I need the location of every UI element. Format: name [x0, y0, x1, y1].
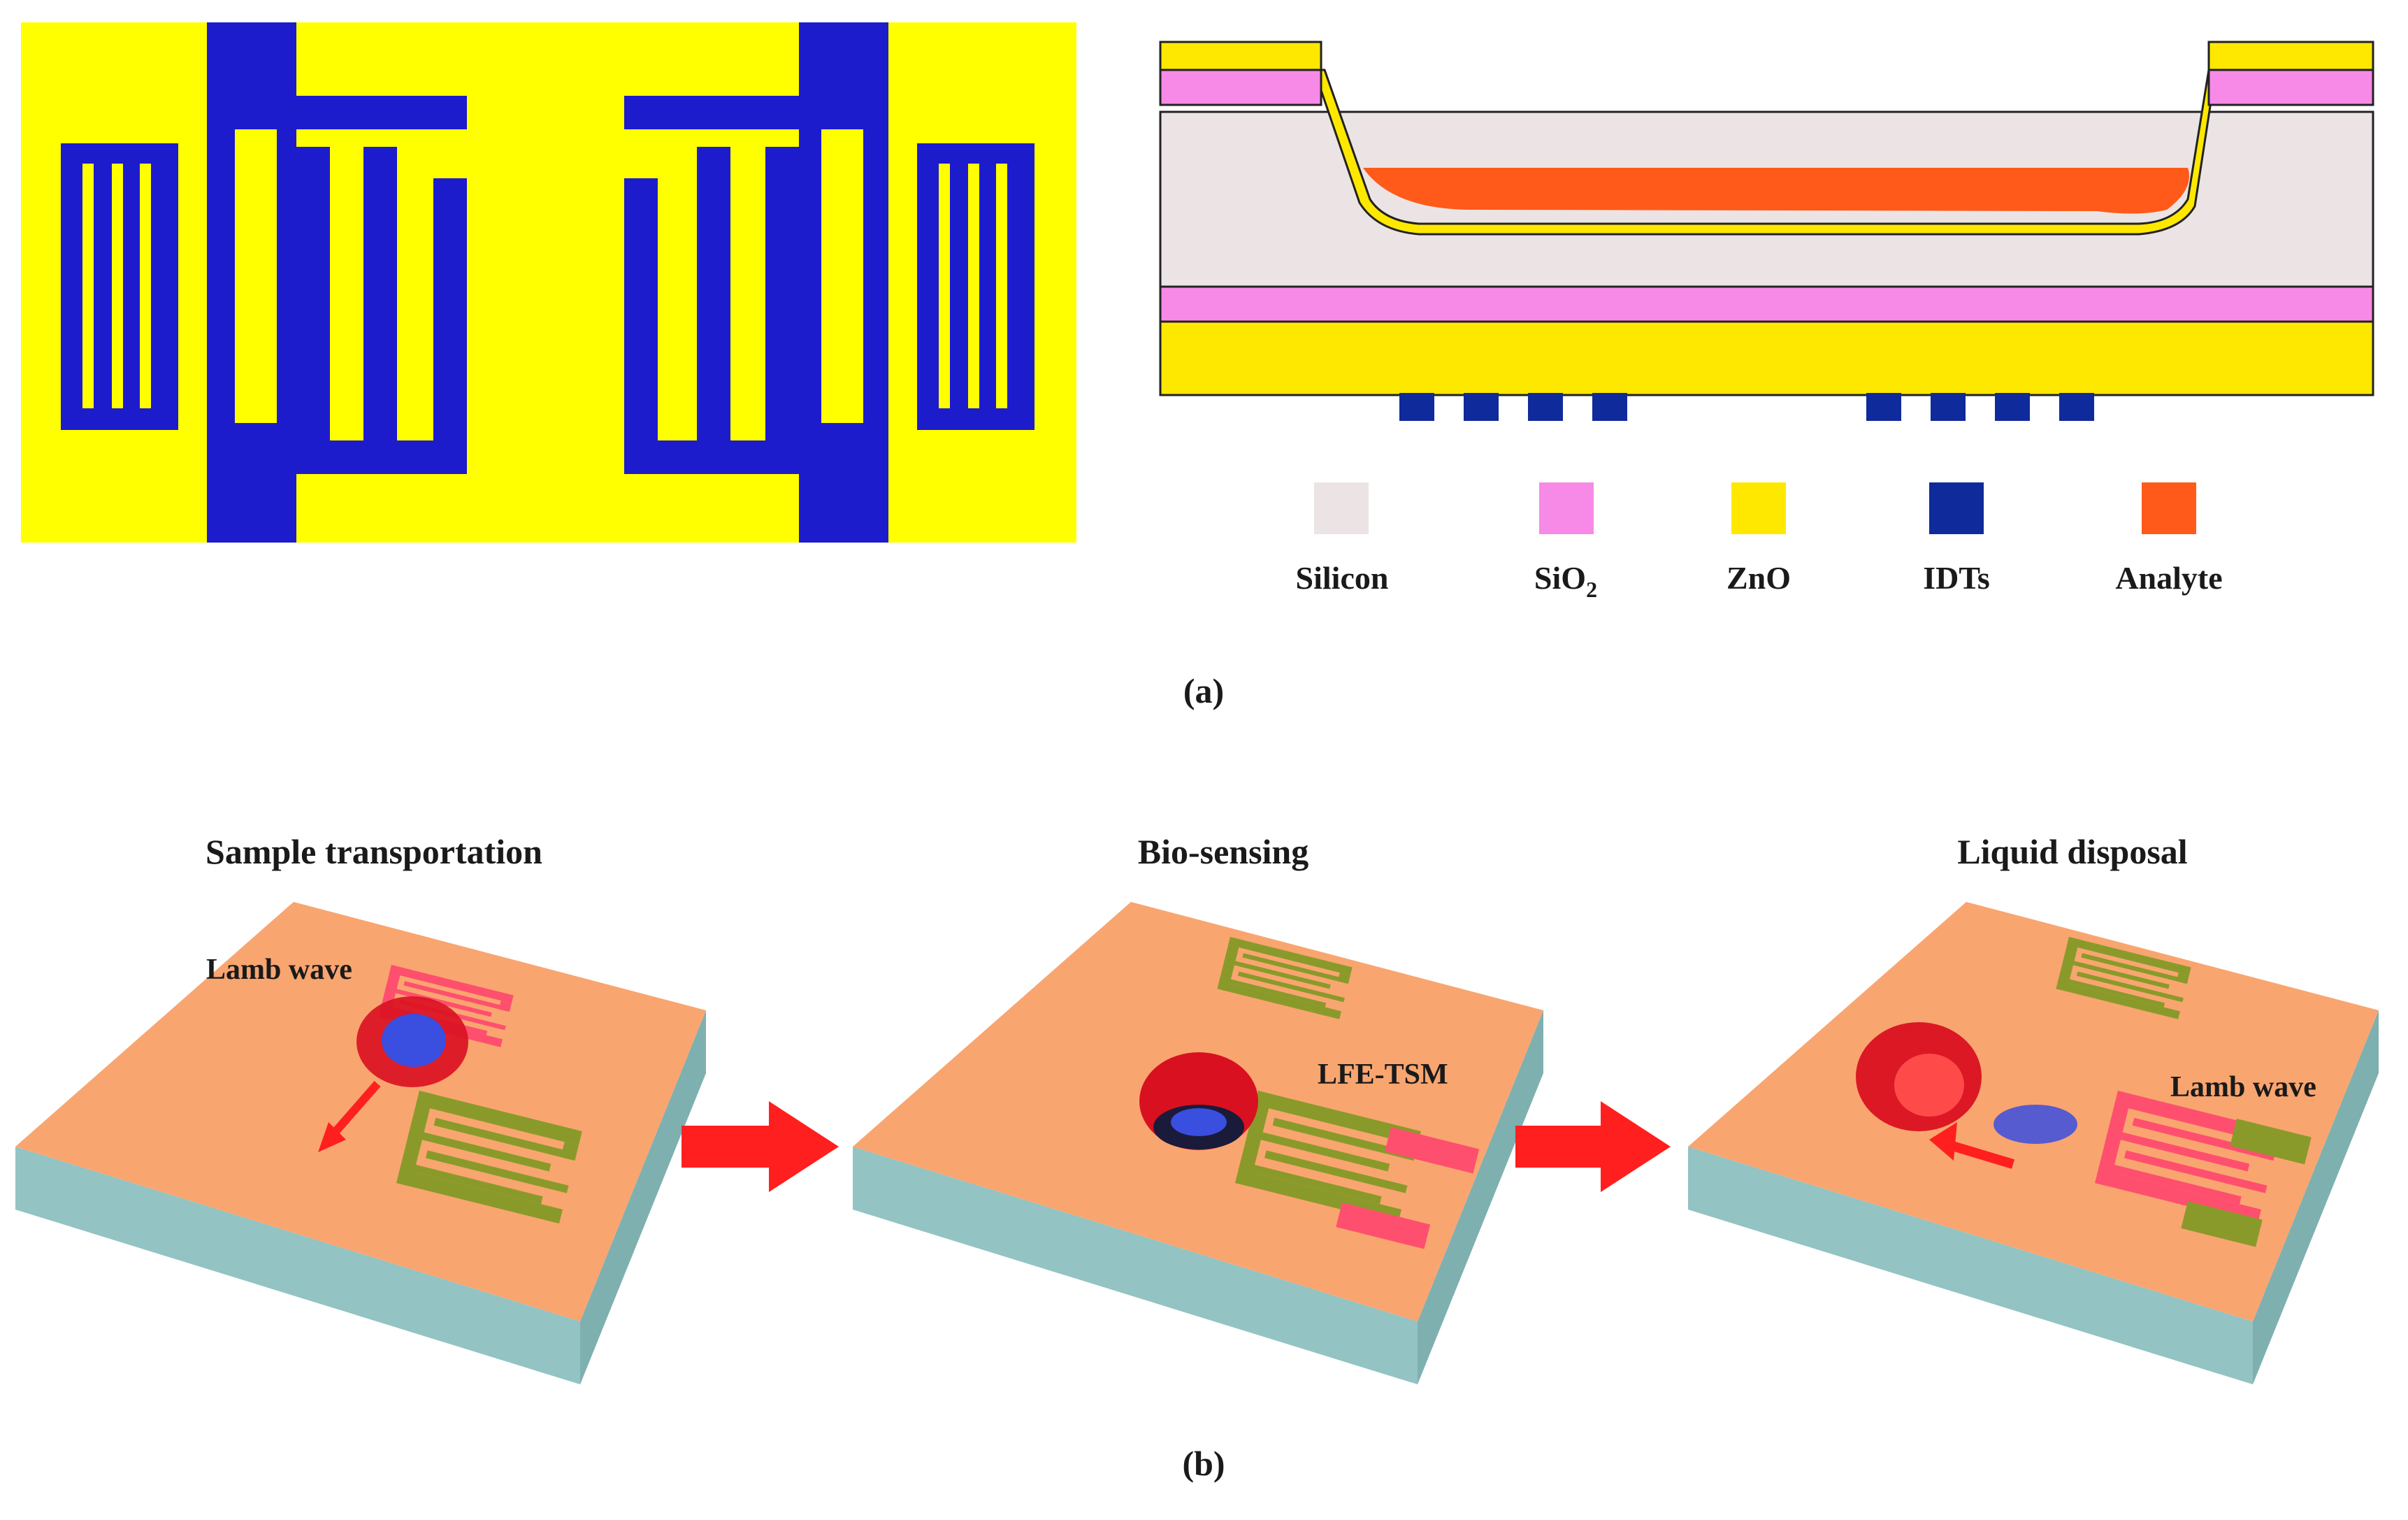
- idt-electrodes: [61, 22, 1034, 543]
- idt-substrate: [21, 22, 1076, 543]
- legend-swatch-sio2: [1539, 482, 1594, 534]
- motion-arrow-3: [1948, 1140, 2015, 1169]
- chip-side-1: [15, 1147, 580, 1384]
- legend-item-sio2: SiO2: [1534, 482, 1597, 602]
- callout-1: Lamb wave: [206, 954, 352, 986]
- pad-inactive-3a: [2230, 1119, 2312, 1165]
- legend-item-analyte: Analyte: [2115, 482, 2223, 596]
- legend-item-silicon: Silicon: [1296, 482, 1389, 596]
- legend-item-zno: ZnO: [1726, 482, 1791, 596]
- callout-2: LFE-TSM: [1318, 1059, 1448, 1091]
- stage-sample-transportation: Sample transportation Lamb wave: [15, 832, 706, 1384]
- analyte-layer: [1363, 168, 2189, 214]
- legend-swatch-analyte: [2142, 482, 2196, 534]
- legend-label-zno: ZnO: [1726, 560, 1791, 596]
- stage-liquid-disposal: Liquid disposal Lamb wave: [1688, 832, 2379, 1384]
- panel-b: Sample transportation Lamb wave Bio-sens…: [15, 832, 2379, 1483]
- chip-side-3: [1688, 1147, 2253, 1384]
- motion-arrowhead-3: [1929, 1122, 1957, 1161]
- panel-a: Silicon SiO2 ZnO IDTs Analyte (a): [21, 22, 2374, 710]
- cross-section: [1159, 41, 2374, 421]
- legend-label-idts: IDTs: [1923, 560, 1989, 596]
- particles-1: [382, 1014, 446, 1067]
- stage-title-3: Liquid disposal: [1957, 832, 2187, 871]
- pad-active-2a: [1385, 1126, 1480, 1174]
- chip-side-right-2: [1418, 1010, 1543, 1384]
- stage-title-1: Sample transportation: [206, 832, 542, 871]
- chip-side-right-3: [2253, 1010, 2379, 1384]
- panel-b-caption: (b): [1182, 1444, 1225, 1483]
- material-legend: Silicon SiO2 ZnO IDTs Analyte: [1296, 482, 2223, 602]
- process-arrow-2: [1515, 1101, 1671, 1192]
- stage-title-2: Bio-sensing: [1138, 832, 1309, 871]
- particles-3: [1994, 1105, 2077, 1144]
- pad-active-2b: [1336, 1202, 1431, 1249]
- motion-arrow-1: [325, 1081, 381, 1142]
- motion-arrowhead-1: [318, 1122, 346, 1152]
- zno-bottom-layer: [1159, 320, 2374, 396]
- pad-inactive-3b: [2181, 1200, 2263, 1247]
- legend-swatch-zno: [1731, 482, 1786, 534]
- sio2-bottom-layer: [1159, 285, 2374, 323]
- legend-swatch-idts: [1929, 482, 1984, 534]
- process-arrow-1: [682, 1101, 839, 1192]
- idt-top-view: [21, 22, 1076, 543]
- idt-gaps: [82, 129, 1007, 440]
- legend-label-silicon: Silicon: [1296, 560, 1389, 596]
- particles-2-blue: [1171, 1108, 1227, 1136]
- stage-bio-sensing: Bio-sensing LFE-TSM: [853, 832, 1543, 1384]
- chip-side-right-1: [580, 1010, 706, 1384]
- panel-a-caption: (a): [1183, 671, 1224, 710]
- legend-label-analyte: Analyte: [2115, 560, 2222, 596]
- legend-swatch-silicon: [1314, 482, 1369, 534]
- legend-label-sio2: SiO2: [1534, 560, 1597, 602]
- legend-item-idts: IDTs: [1923, 482, 1990, 596]
- chip-side-2: [853, 1147, 1418, 1384]
- droplet-3-highlight: [1894, 1054, 1964, 1117]
- cross-section-idts: [1399, 393, 2094, 421]
- callout-3: Lamb wave: [2170, 1071, 2316, 1103]
